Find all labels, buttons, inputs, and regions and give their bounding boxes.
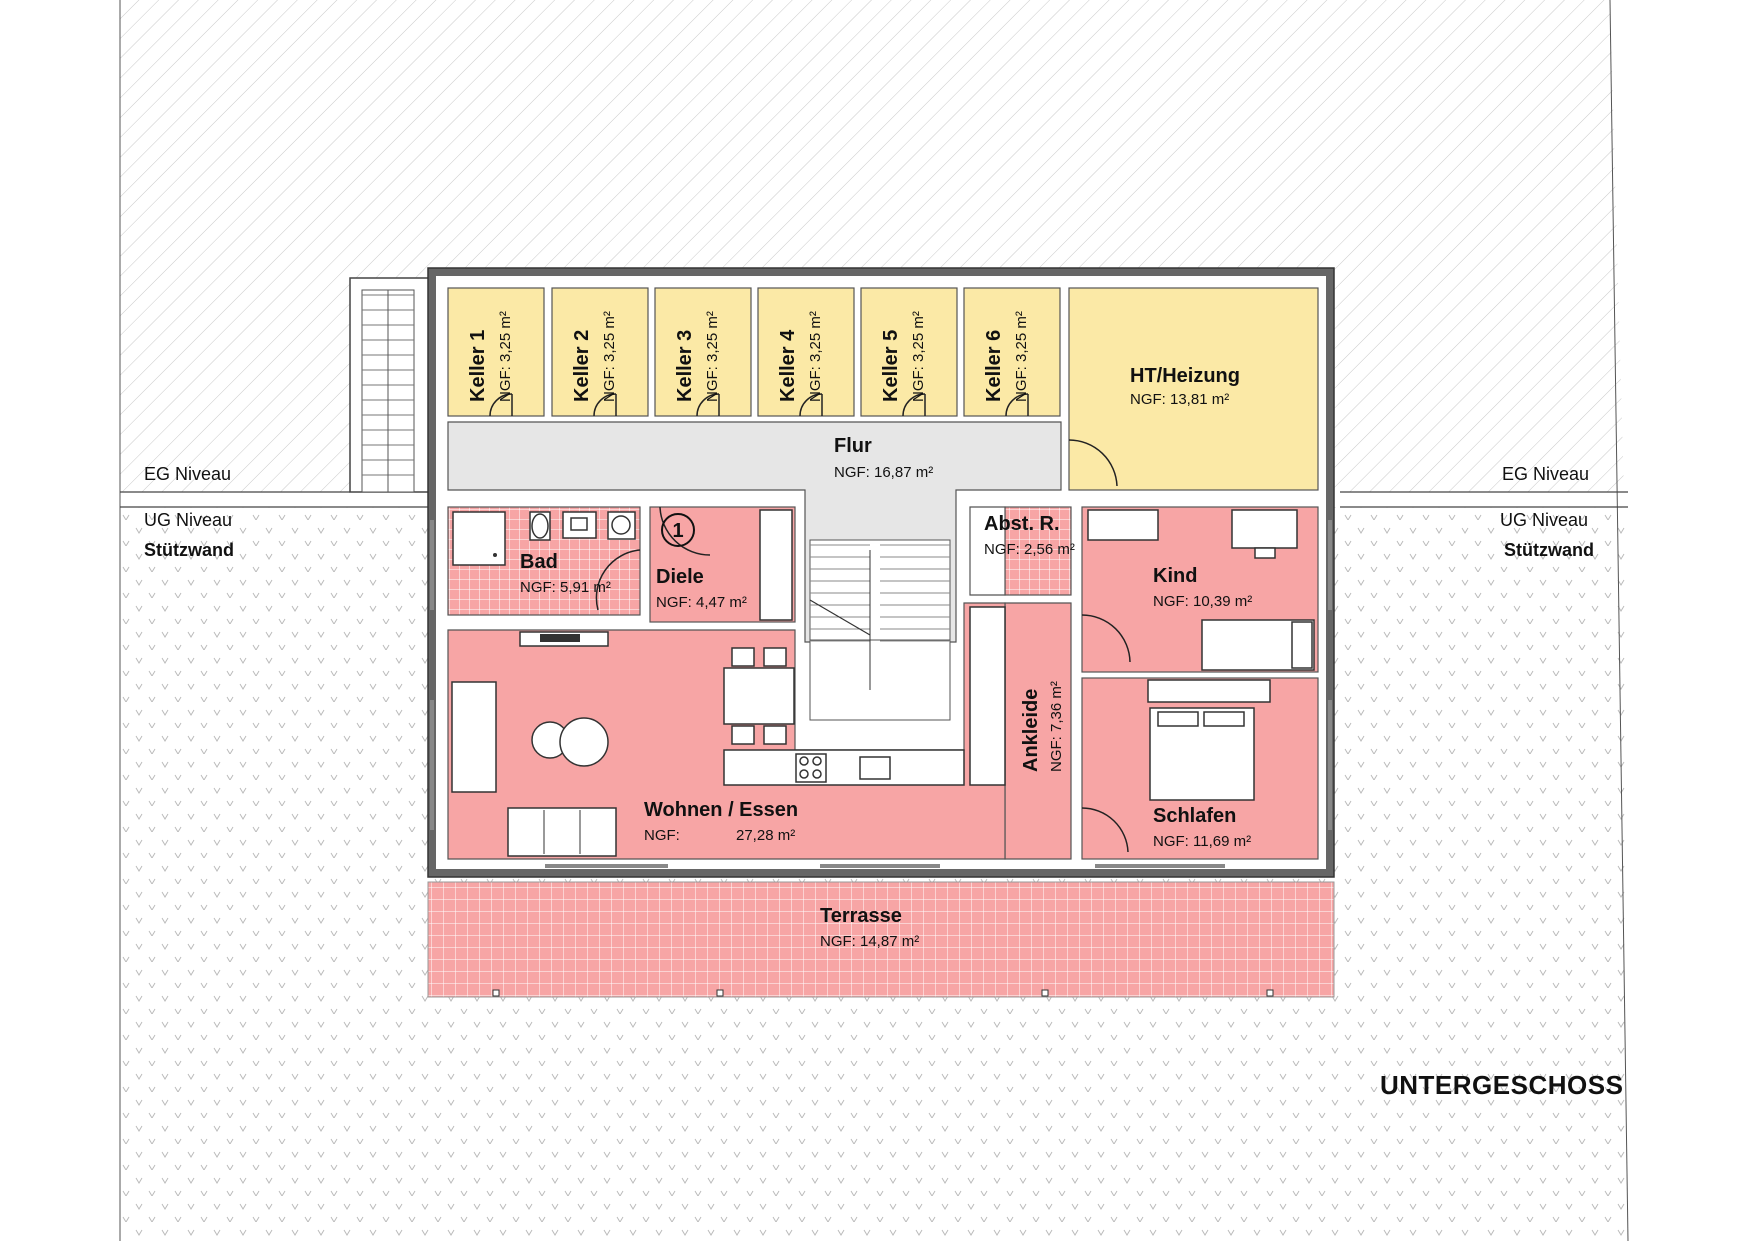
desk-kind-1 — [1087, 509, 1159, 541]
abst-area — [1004, 506, 1072, 596]
flur-area-label: NGF: 16,87 m² — [834, 464, 933, 481]
wardrobe-diele — [759, 509, 793, 621]
terrasse-name: Terrasse — [820, 905, 902, 927]
stuetzwand-right: Stützwand — [1504, 540, 1594, 560]
heizung-area-label: NGF: 13,81 m² — [1130, 391, 1229, 408]
sofa-left — [451, 681, 497, 793]
stair-marker-circle — [661, 513, 695, 547]
keller-1-area — [447, 287, 545, 417]
sink — [859, 756, 891, 780]
flur-name: Flur — [834, 435, 872, 457]
terrasse-area-label: NGF: 14,87 m² — [820, 933, 919, 950]
kitchen-counter — [723, 749, 965, 786]
keller-5-name: Keller 5 — [880, 330, 902, 402]
wohnen-name: Wohnen / Essen — [644, 799, 798, 821]
kind-name: Kind — [1153, 565, 1197, 587]
keller-6-area — [963, 287, 1061, 417]
level-labels: EG Niveau UG Niveau Stützwand EG Niveau … — [144, 464, 1594, 560]
keller-6-area-label: NGF: 3,25 m² — [1013, 311, 1030, 402]
wohnen-area-label: NGF: — [644, 827, 680, 844]
sofa-bottom — [507, 807, 617, 857]
schlafen-name: Schlafen — [1153, 805, 1236, 827]
keller-1-area-label: NGF: 3,25 m² — [497, 311, 514, 402]
bad-name: Bad — [520, 551, 558, 573]
keller-1-name: Keller 1 — [467, 330, 489, 402]
room-labels: HT/Heizung NGF: 13,81 m² Flur NGF: 16,87… — [520, 365, 1252, 950]
keller-4-area — [757, 287, 855, 417]
eg-niveau-right: EG Niveau — [1502, 464, 1589, 484]
keller-6-name: Keller 6 — [983, 330, 1005, 402]
keller-3-name: Keller 3 — [674, 330, 696, 402]
bad-area-label: NGF: 5,91 m² — [520, 579, 611, 596]
keller-2-area — [551, 287, 649, 417]
kitchen-tall — [969, 606, 1006, 786]
eg-niveau-left: EG Niveau — [144, 464, 231, 484]
keller-5-area — [860, 287, 958, 417]
stair-marker-label: 1 — [672, 520, 683, 542]
keller-5-area-label: NGF: 3,25 m² — [910, 311, 927, 402]
schlafen-area-label: NGF: 11,69 m² — [1153, 833, 1251, 850]
keller-4-name: Keller 4 — [777, 329, 799, 402]
terrasse-area — [427, 881, 1335, 998]
wardrobe-schlafen — [1147, 679, 1271, 703]
coffee-table-2 — [559, 717, 609, 767]
wohnen-area — [447, 602, 1006, 860]
stuetzwand-left: Stützwand — [144, 540, 234, 560]
keller-3-area — [654, 287, 752, 417]
windows — [430, 520, 1332, 868]
ug-niveau-left: UG Niveau — [144, 510, 232, 530]
wohnen-area-value: 27,28 m² — [736, 827, 795, 844]
outer-staircase — [349, 277, 431, 493]
heizung-name: HT/Heizung — [1130, 365, 1240, 387]
dining-table — [723, 667, 795, 725]
keller-2-name: Keller 2 — [571, 330, 593, 402]
shower — [452, 511, 506, 566]
ankleide-name: Ankleide — [1020, 689, 1042, 772]
doors — [489, 393, 1131, 853]
keller-labels: Keller 1 NGF: 3,25 m² Keller 2 NGF: 3,25… — [467, 311, 1030, 402]
diele-area-label: NGF: 4,47 m² — [656, 594, 747, 611]
abst-area-label: NGF: 2,56 m² — [984, 541, 1075, 558]
kind-area-label: NGF: 10,39 m² — [1153, 593, 1252, 610]
ug-niveau-right: UG Niveau — [1500, 510, 1588, 530]
keller-4-area-label: NGF: 3,25 m² — [807, 311, 824, 402]
keller-3-area-label: NGF: 3,25 m² — [704, 311, 721, 402]
terrace-posts — [492, 989, 1274, 997]
heizung-area — [1068, 287, 1319, 491]
inner-staircase — [809, 539, 951, 721]
rooms — [427, 287, 1335, 998]
plan-title: UNTERGESCHOSS — [1380, 1070, 1623, 1100]
diele-name: Diele — [656, 566, 704, 588]
keller-2-area-label: NGF: 3,25 m² — [601, 311, 618, 402]
furniture — [451, 509, 1315, 857]
abst-left — [969, 506, 1006, 596]
abst-name: Abst. R. — [984, 513, 1060, 535]
desk-kind-2 — [1231, 509, 1298, 549]
ankleide-area-label: NGF: 7,36 m² — [1048, 681, 1065, 772]
